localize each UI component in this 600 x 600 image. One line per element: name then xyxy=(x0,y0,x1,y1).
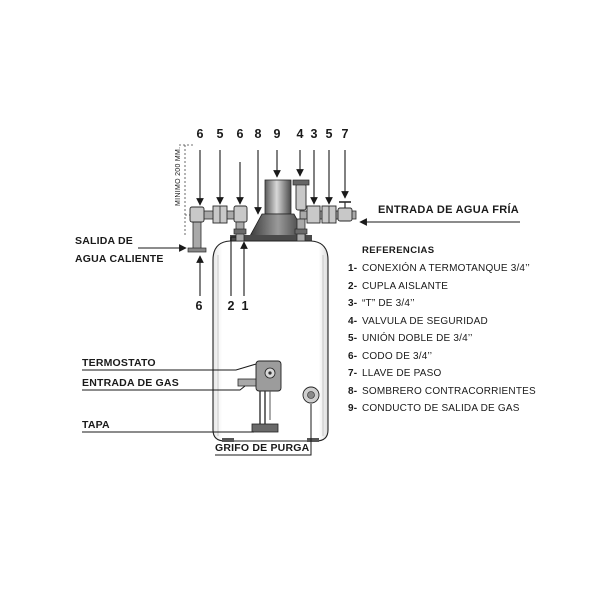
callout-number: 6 xyxy=(237,127,244,141)
callout-number: 1 xyxy=(242,299,249,313)
outlet-flange xyxy=(187,247,207,253)
burner-cover xyxy=(251,423,279,433)
callout-number: 5 xyxy=(217,127,224,141)
reference-item: 4- VALVULA DE SEGURIDAD xyxy=(348,316,488,327)
reference-text: SOMBRERO CONTRACORRIENTES xyxy=(362,386,536,397)
reference-number: 4- xyxy=(348,316,357,327)
reference-item: 2- CUPLA AISLANTE xyxy=(348,281,448,292)
hot-water-outlet-label-line2: AGUA CALIENTE xyxy=(75,253,164,265)
outlet-pipe xyxy=(192,218,202,250)
thermostat-knob-center xyxy=(268,371,272,375)
dimension-label: MINIMO 200 MM. xyxy=(175,147,182,206)
tank-top-cap xyxy=(230,235,312,242)
reference-number: 8- xyxy=(348,386,357,397)
reference-number: 1- xyxy=(348,263,357,274)
reference-item: 3- “T” DE 3/4’’ xyxy=(348,298,415,309)
drain-valve-center xyxy=(307,391,315,399)
hot-water-outlet-label-line1: SALIDA DE xyxy=(75,235,133,247)
reference-item: 1- CONEXIÓN A TERMOTANQUE 3/4’’ xyxy=(348,261,530,274)
gas-flue-duct xyxy=(264,179,292,215)
hot-water-outlet-callout: SALIDA DE AGUA CALIENTE xyxy=(75,235,187,265)
minimum-distance-dimension: MINIMO 200 MM. xyxy=(175,144,194,236)
reference-number: 6- xyxy=(348,351,357,362)
reference-text: CONDUCTO DE SALIDA DE GAS xyxy=(362,403,520,414)
tank-foot xyxy=(222,438,234,442)
cover-label: TAPA xyxy=(82,419,110,431)
callout-number: 8 xyxy=(255,127,262,141)
reference-text: CUPLA AISLANTE xyxy=(362,281,448,292)
callout-number: 9 xyxy=(274,127,281,141)
top-callout-arrows xyxy=(196,150,349,215)
references-title: REFERENCIAS xyxy=(362,245,435,256)
thermostat-label: TERMOSTATO xyxy=(82,357,156,369)
water-heater-tank xyxy=(212,240,329,442)
callout-number: 4 xyxy=(297,127,304,141)
reference-number: 9- xyxy=(348,403,357,414)
reference-item: 5- UNIÓN DOBLE DE 3/4’’ xyxy=(348,331,473,344)
callout-number: 6 xyxy=(197,127,204,141)
reference-text: VALVULA DE SEGURIDAD xyxy=(362,316,488,327)
reference-text: LLAVE DE PASO xyxy=(362,368,442,379)
reference-item: 7- LLAVE DE PASO xyxy=(348,368,442,379)
elbow-fitting xyxy=(233,205,248,223)
thermostat-leader-line xyxy=(82,363,257,371)
tank-foot xyxy=(307,438,319,442)
reference-text: CONEXIÓN A TERMOTANQUE 3/4’’ xyxy=(362,261,530,274)
reference-number: 5- xyxy=(348,333,357,344)
callout-number: 6 xyxy=(196,299,203,313)
reference-text: UNIÓN DOBLE DE 3/4’’ xyxy=(362,331,473,344)
elbow-fitting xyxy=(189,206,205,223)
bottom-callouts: 6 2 1 xyxy=(196,236,249,313)
callout-number: 3 xyxy=(311,127,318,141)
gas-inlet-pipe xyxy=(237,378,259,387)
reference-text: “T” DE 3/4’’ xyxy=(362,298,415,309)
reference-number: 7- xyxy=(348,368,357,379)
shutoff-valve xyxy=(337,207,353,222)
cold-water-piping xyxy=(292,179,357,242)
gas-inlet-label: ENTRADA DE GAS xyxy=(82,377,179,389)
insulating-coupling xyxy=(294,228,308,235)
reference-item: 8- SOMBRERO CONTRACORRIENTES xyxy=(348,386,536,397)
component-labels: TERMOSTATO ENTRADA DE GAS TAPA GRIFO DE … xyxy=(82,357,312,456)
thermostat-assembly xyxy=(237,360,282,433)
callout-number: 7 xyxy=(342,127,349,141)
cold-water-inlet-label: ENTRADA DE AGUA FRÍA xyxy=(378,203,519,216)
cold-water-inlet-callout: ENTRADA DE AGUA FRÍA xyxy=(359,203,520,226)
hot-water-piping xyxy=(187,205,248,253)
gas-inlet-leader-line xyxy=(82,385,246,391)
insulating-coupling xyxy=(233,228,247,235)
references-legend: REFERENCIAS 1- CONEXIÓN A TERMOTANQUE 3/… xyxy=(348,245,536,414)
drain-valve-leader-line xyxy=(215,404,312,456)
safety-valve xyxy=(295,183,307,211)
callout-number: 5 xyxy=(326,127,333,141)
reference-item: 6- CODO DE 3/4’’ xyxy=(348,351,432,362)
drain-valve-label: GRIFO DE PURGA xyxy=(215,442,310,454)
reference-text: CODO DE 3/4’’ xyxy=(362,351,432,362)
safety-valve-cap xyxy=(292,179,310,186)
reference-item: 9- CONDUCTO DE SALIDA DE GAS xyxy=(348,403,520,414)
tee-fitting xyxy=(306,205,321,224)
reference-number: 2- xyxy=(348,281,357,292)
drain-valve xyxy=(302,386,320,404)
top-callout-numbers: 6 5 6 8 9 4 3 5 7 xyxy=(197,127,349,141)
reference-number: 3- xyxy=(348,298,357,309)
callout-number: 2 xyxy=(228,299,235,313)
